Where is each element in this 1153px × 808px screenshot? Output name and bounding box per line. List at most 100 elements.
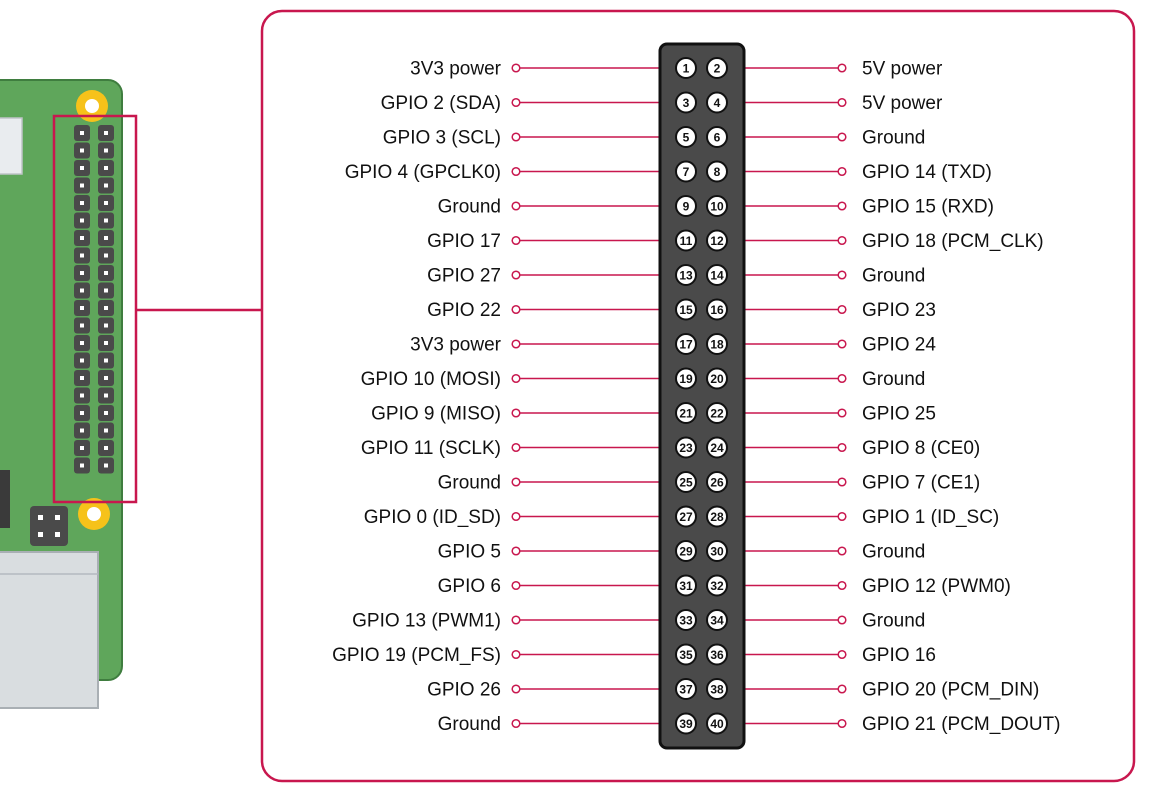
gpio-pin — [706, 505, 728, 528]
pin-terminal — [511, 166, 521, 177]
pin-number: 32 — [710, 579, 724, 593]
gpio-pin — [706, 678, 728, 700]
pin-number: 31 — [679, 579, 693, 593]
board-header-pin — [80, 393, 84, 398]
pin-number: 26 — [710, 475, 724, 489]
pin-number: 8 — [714, 165, 721, 179]
pin-terminal — [511, 442, 521, 453]
pin-terminal — [511, 580, 521, 591]
pin-terminal — [837, 442, 847, 453]
gpio-pin — [675, 367, 697, 390]
pin-label: GPIO 4 (GPCLK0) — [345, 162, 501, 183]
board-header-pin — [104, 183, 108, 188]
board-header-pin — [104, 253, 108, 258]
board-header-pin — [80, 148, 84, 153]
pin-label: GPIO 24 — [862, 335, 936, 356]
board-header-pin — [80, 428, 84, 433]
pin-number: 24 — [710, 441, 724, 455]
board-header-pin — [80, 411, 84, 415]
board-chip — [0, 117, 23, 175]
board-header-pin — [80, 288, 84, 293]
pin-number: 20 — [710, 372, 724, 386]
pin-terminal — [511, 477, 521, 487]
pin-label: GPIO 21 (PCM_DOUT) — [862, 714, 1060, 735]
pin-number: 16 — [710, 303, 724, 317]
pin-label: GPIO 27 — [427, 266, 501, 287]
board-header-pin — [104, 288, 108, 293]
board-header-pin — [104, 271, 108, 275]
gpio-pin — [706, 298, 728, 321]
pin-terminal — [511, 546, 521, 556]
board-gpio-header — [74, 125, 114, 474]
pin-label: 5V power — [862, 59, 943, 80]
pin-number: 12 — [710, 234, 724, 248]
gpio-pin — [675, 609, 697, 631]
gpio-pin — [706, 126, 728, 148]
pin-number: 22 — [710, 406, 724, 420]
gpio-pin — [706, 540, 728, 562]
pin-number: 7 — [683, 165, 690, 179]
board-header-pin — [104, 131, 108, 135]
pin-label: Ground — [438, 473, 501, 494]
pin-label: GPIO 19 (PCM_FS) — [332, 645, 501, 666]
board-chip — [0, 470, 10, 528]
pin-terminal — [511, 235, 521, 246]
pin-label: GPIO 13 (PWM1) — [352, 611, 501, 632]
pin-number: 34 — [710, 613, 724, 627]
board-header-pin — [104, 218, 108, 223]
pin-number: 33 — [679, 613, 693, 627]
pin-terminal — [511, 270, 521, 280]
gpio-pin — [675, 195, 697, 217]
board-header-pin — [80, 183, 84, 188]
pin-label: GPIO 0 (ID_SD) — [364, 507, 501, 528]
pin-terminal — [837, 546, 847, 556]
gpio-pin — [675, 643, 697, 666]
gpio-pin — [706, 367, 728, 390]
board-header-pin — [104, 236, 108, 240]
gpio-pin — [706, 643, 728, 666]
pin-terminal — [511, 718, 521, 729]
pin-number: 27 — [679, 510, 693, 524]
pin-label: GPIO 25 — [862, 404, 936, 425]
pin-terminal — [511, 201, 521, 211]
board-header-pin — [80, 131, 84, 135]
board-header-pin — [80, 166, 84, 170]
small-jumper-pin — [55, 515, 60, 520]
gpio-pin — [706, 471, 728, 493]
gpio-pin — [706, 333, 728, 355]
pin-label: GPIO 16 — [862, 645, 936, 666]
gpio-pin — [675, 540, 697, 562]
pin-terminal — [837, 201, 847, 211]
board-header-pin — [104, 428, 108, 433]
ethernet-port — [0, 551, 99, 709]
board-header-pin — [80, 323, 84, 328]
pin-number: 29 — [679, 544, 693, 558]
pin-label: GPIO 20 (PCM_DIN) — [862, 680, 1039, 701]
board-header-pin — [80, 306, 84, 310]
pin-number: 6 — [714, 130, 721, 144]
pin-terminal — [837, 166, 847, 177]
gpio-pin — [675, 298, 697, 321]
board-header-pin — [104, 148, 108, 153]
gpio-pin — [675, 57, 697, 79]
pin-label: Ground — [862, 611, 925, 632]
pin-terminal — [511, 684, 521, 694]
gpio-pin — [706, 195, 728, 217]
board-header-pin — [104, 166, 108, 170]
pin-number: 18 — [710, 337, 724, 351]
pin-terminal — [511, 339, 521, 349]
pin-label: Ground — [438, 197, 501, 218]
pin-terminal — [511, 373, 521, 384]
pin-label: Ground — [862, 266, 925, 287]
pin-terminal — [511, 408, 521, 418]
pin-label: GPIO 14 (TXD) — [862, 162, 992, 183]
pin-label: Ground — [862, 542, 925, 563]
pin-label: GPIO 8 (CE0) — [862, 438, 980, 459]
pin-terminal — [837, 649, 847, 660]
pin-terminal — [837, 718, 847, 729]
board-illustration — [0, 79, 262, 709]
pin-number: 1 — [683, 61, 690, 75]
pin-terminal — [837, 339, 847, 349]
pin-terminal — [837, 408, 847, 418]
